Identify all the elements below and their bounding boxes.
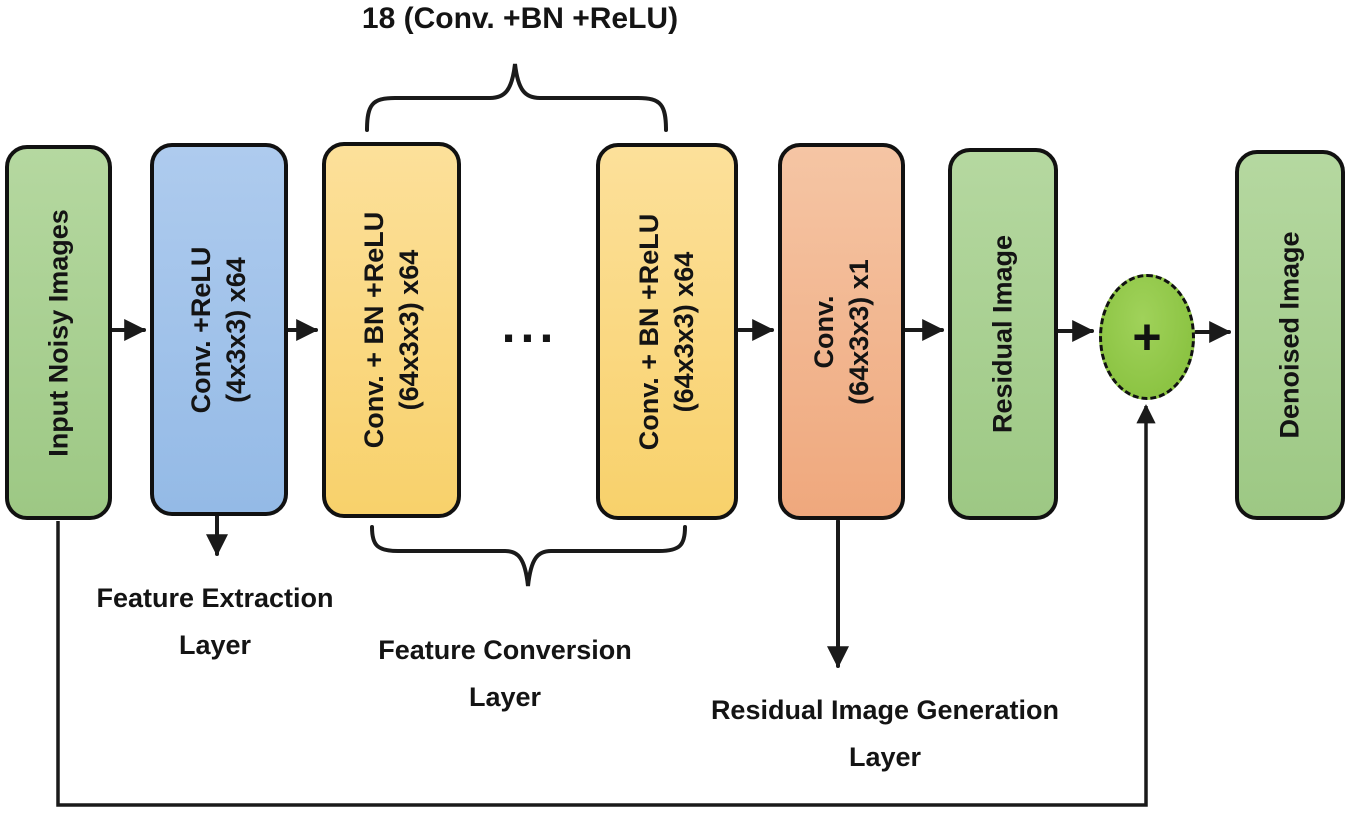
residual-image-label: Residual Image (987, 234, 1018, 434)
feature-extraction-conv-box: Conv. +ReLU (4x3x3) x64 (150, 143, 288, 516)
bottom-brace (370, 525, 687, 587)
top-brace (365, 63, 668, 132)
sum-node: + (1099, 274, 1195, 400)
denoised-image-label: Denoised Image (1274, 231, 1305, 439)
feature-conversion-last-label: Conv. + BN +ReLU (64x3x3) x64 (634, 213, 699, 450)
residual-generation-conv-box: Conv. (64x3x3) x1 (778, 143, 905, 520)
feature-extraction-layer-label: Feature Extraction Layer (96, 583, 334, 660)
feature-conversion-first-box: Conv. + BN +ReLU (64x3x3) x64 (322, 142, 461, 518)
input-noisy-images-label: Input Noisy Images (43, 208, 73, 457)
denoised-image-box: Denoised Image (1235, 150, 1345, 520)
feature-conversion-last-box: Conv. + BN +ReLU (64x3x3) x64 (596, 143, 738, 520)
brace-title: 18 (Conv. +BN +ReLU) (361, 2, 679, 35)
plus-icon: + (1132, 309, 1162, 365)
residual-generation-conv-label: Conv. (64x3x3) x1 (808, 258, 874, 405)
feature-conversion-layer-label: Feature Conversion Layer (378, 635, 632, 712)
residual-image-box: Residual Image (948, 148, 1058, 520)
ellipsis: ... (501, 297, 559, 353)
residual-image-generation-layer-label: Residual Image Generation Layer (710, 695, 1060, 772)
input-noisy-images-box: Input Noisy Images (5, 145, 112, 520)
feature-conversion-first-label: Conv. + BN +ReLU (64x3x3) x64 (358, 211, 424, 449)
feature-extraction-conv-label: Conv. +ReLU (4x3x3) x64 (186, 246, 251, 413)
